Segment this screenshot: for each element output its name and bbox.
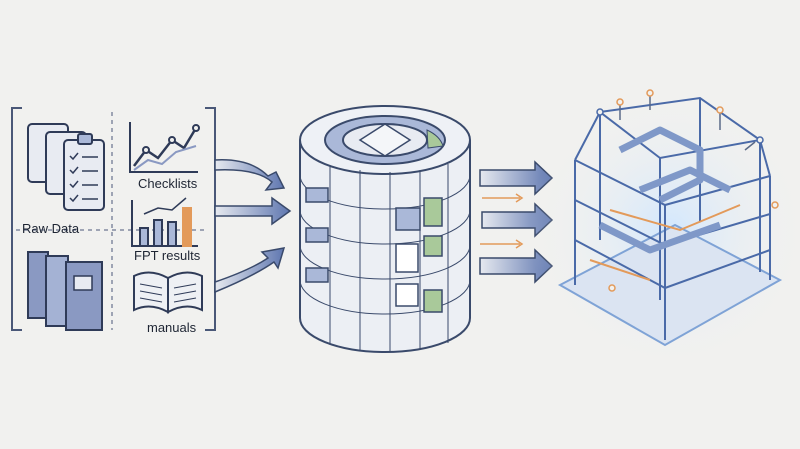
bar-chart-icon <box>131 197 198 247</box>
line-chart-icon <box>129 122 200 173</box>
open-book-icon <box>133 271 203 314</box>
manuals-label: manuals <box>147 320 197 335</box>
raw-data-label: Raw Data <box>22 221 80 236</box>
input-arrows <box>214 159 292 294</box>
3d-building-model-icon <box>530 89 800 370</box>
binder-icon <box>27 251 103 331</box>
database-cylinder-icon <box>299 105 471 353</box>
checklists-label: Checklists <box>138 176 198 191</box>
clipboard-checklist-icon <box>27 123 105 211</box>
fpt-results-label: FPT results <box>134 248 201 263</box>
